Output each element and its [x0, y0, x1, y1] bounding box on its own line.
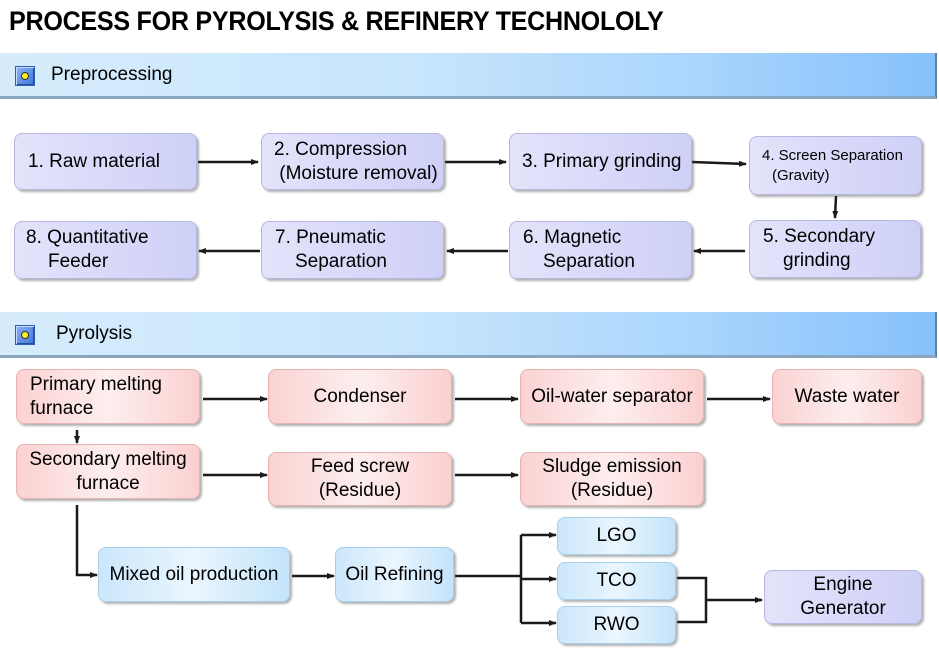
arrow-4-to-5: [832, 195, 839, 219]
step-label: 7. Pneumatic: [275, 227, 386, 248]
step-label: 2. Compression: [274, 138, 408, 160]
node-label: Waste water: [794, 385, 900, 407]
node-oil-refining: Oil Refining: [335, 547, 454, 602]
step-compression: 2. Compression (Moisture removal): [261, 133, 444, 190]
step-label: 6. Magnetic: [523, 227, 622, 248]
bullet-square-icon: [15, 325, 35, 345]
step-sublabel: grinding: [783, 250, 851, 271]
node-waste-water: Waste water: [772, 369, 922, 424]
step-label: 4. Screen Separation: [762, 146, 903, 164]
node-sludge-emission: Sludge emission (Residue): [520, 452, 704, 506]
node-sublabel: (Residue): [570, 480, 654, 501]
section-header-pyrolysis: Pyrolysis: [0, 312, 937, 358]
node-oil-water-separator: Oil-water separator: [520, 369, 704, 424]
step-label: 8. Quantitative: [26, 227, 149, 248]
node-feed-screw: Feed screw (Residue): [268, 452, 452, 506]
step-screen-separation: 4. Screen Separation (Gravity): [749, 136, 922, 195]
node-tco: TCO: [557, 562, 676, 600]
node-label: Primary melting: [30, 373, 162, 395]
node-label: LGO: [596, 525, 637, 546]
node-primary-melting-furnace: Primary melting furnace: [16, 369, 200, 424]
step-secondary-grinding: 5. Secondary grinding: [749, 220, 921, 278]
step-label: 3. Primary grinding: [522, 150, 682, 172]
section-label: Pyrolysis: [56, 323, 133, 344]
arrow-3-to-4: [691, 160, 747, 167]
node-label: TCO: [596, 570, 637, 591]
step-sublabel: (Moisture removal): [274, 162, 438, 184]
node-condenser: Condenser: [268, 369, 452, 424]
step-sublabel: (Gravity): [772, 166, 830, 184]
step-sublabel: Separation: [543, 251, 635, 272]
line-tco-merge: [677, 576, 708, 624]
node-label: RWO: [593, 614, 640, 635]
arrow-secondary-to-mixedoil: [75, 505, 98, 578]
step-sublabel: Separation: [295, 251, 387, 272]
node-label: Oil-water separator: [531, 385, 693, 407]
node-secondary-melting-furnace: Secondary melting furnace: [16, 444, 200, 499]
node-label: Sludge emission: [542, 456, 682, 477]
node-label: Engine: [813, 574, 873, 595]
step-label: 5. Secondary: [763, 226, 875, 247]
node-sublabel: furnace: [76, 472, 140, 494]
section-header-preprocessing: Preprocessing: [0, 53, 937, 99]
node-label: Condenser: [313, 385, 407, 407]
step-sublabel: Feeder: [48, 251, 109, 272]
node-engine-generator: Engine Generator: [764, 570, 922, 624]
node-label: Secondary melting: [29, 448, 187, 470]
node-rwo: RWO: [557, 606, 676, 644]
node-lgo: LGO: [557, 517, 676, 555]
section-label: Preprocessing: [51, 64, 173, 85]
node-sublabel: Generator: [800, 598, 886, 619]
step-primary-grinding: 3. Primary grinding: [509, 133, 692, 190]
step-label: 1. Raw material: [28, 150, 160, 172]
step-magnetic-separation: 6. Magnetic Separation: [509, 221, 692, 279]
node-label: Feed screw: [310, 456, 410, 477]
node-sublabel: (Residue): [318, 480, 402, 501]
node-sublabel: furnace: [30, 397, 94, 419]
node-label: Oil Refining: [345, 563, 444, 585]
step-raw-material: 1. Raw material: [14, 133, 197, 190]
page-title: PROCESS FOR PYROLYSIS & REFINERY TECHNOL…: [9, 6, 664, 36]
node-label: Mixed oil production: [109, 563, 279, 585]
bullet-square-icon: [15, 66, 35, 86]
step-quantitative-feeder: 8. Quantitative Feeder: [14, 221, 197, 279]
node-mixed-oil-production: Mixed oil production: [98, 547, 290, 602]
step-pneumatic-separation: 7. Pneumatic Separation: [261, 221, 444, 279]
